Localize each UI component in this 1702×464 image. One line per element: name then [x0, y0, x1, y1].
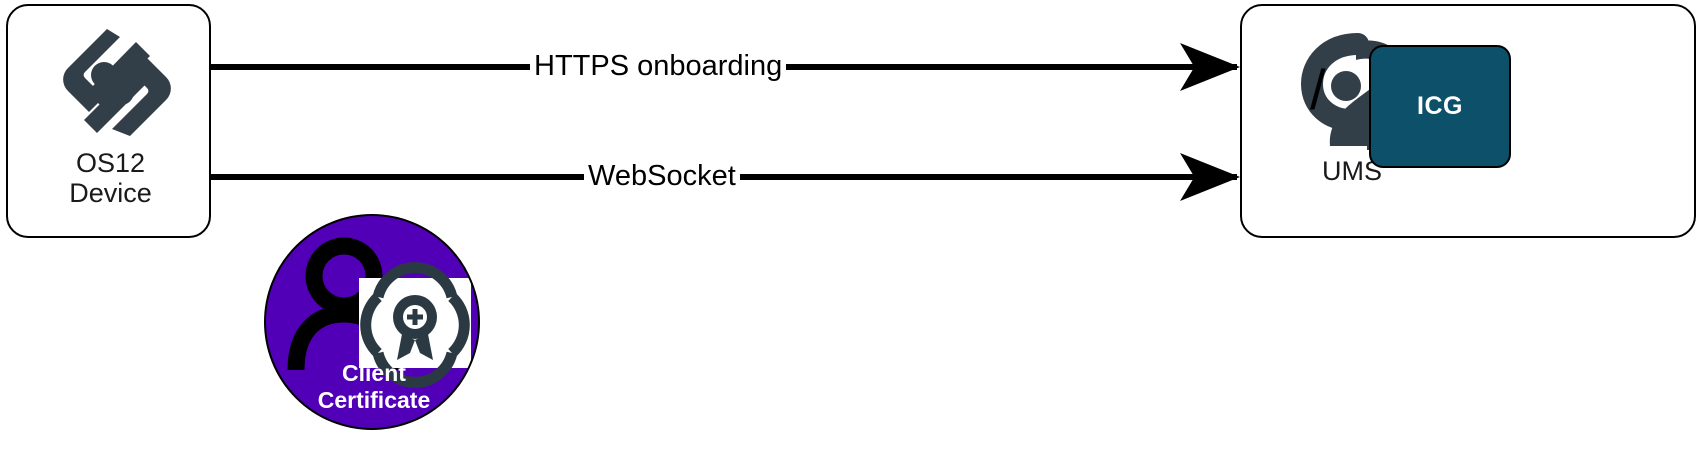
os12-brand-logo-icon — [44, 26, 176, 148]
node-ums[interactable]: WEB UMS / ICG — [1240, 4, 1696, 238]
user-certificate-icon — [287, 237, 471, 388]
node-os12-device-label: OS12 Device — [69, 148, 152, 208]
icg-module-box[interactable]: ICG — [1369, 45, 1511, 168]
node-os12-device[interactable]: OS12 Device — [6, 4, 211, 238]
icg-module-label: ICG — [1417, 92, 1463, 120]
edge-label-websocket: WebSocket — [584, 160, 740, 192]
client-certificate-label: Client Certificate — [317, 360, 431, 413]
edge-label-https-onboarding: HTTPS onboarding — [530, 50, 787, 82]
separator-slash: / — [1310, 58, 1326, 121]
client-certificate-badge[interactable]: Client Certificate — [264, 214, 480, 430]
